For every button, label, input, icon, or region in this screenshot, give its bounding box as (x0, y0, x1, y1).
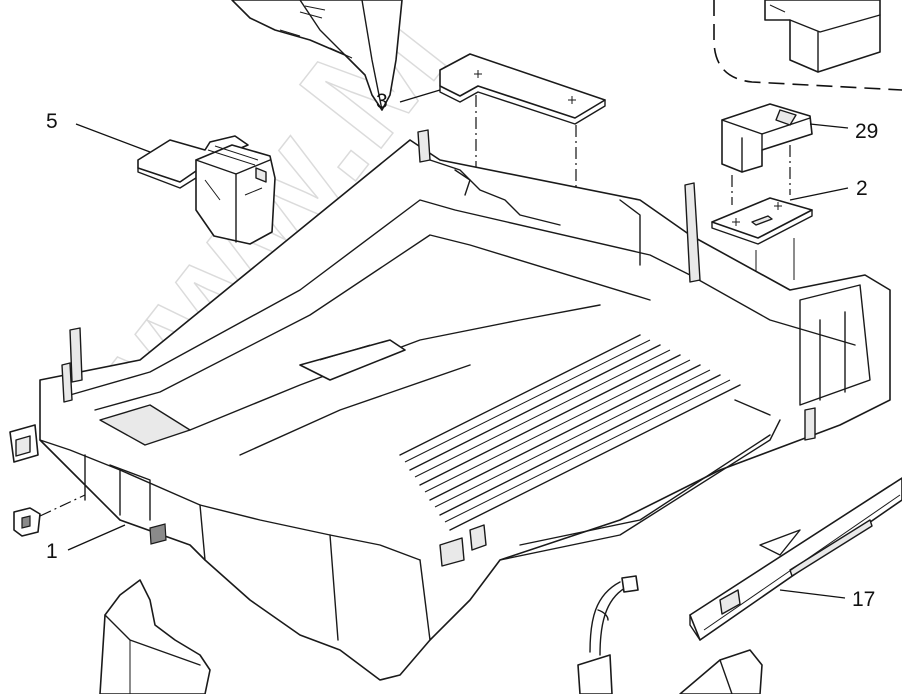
part-2-plate (711, 197, 813, 290)
bottom-left-partial-part (99, 579, 211, 694)
callout-2: 2 (856, 177, 868, 200)
bottom-right-partial-part (679, 649, 763, 694)
part-17-rail (689, 477, 902, 641)
callout-1: 1 (46, 540, 58, 563)
part-3-plate (439, 53, 606, 230)
top-partial-part (231, 0, 403, 111)
callout-17: 17 (852, 588, 875, 611)
part-1-main-frame (9, 129, 891, 681)
callout-labels: 5 3 29 2 1 17 (46, 90, 878, 611)
part-5-assembly (137, 135, 276, 245)
part-29-spacer (721, 103, 813, 205)
callout-29: 29 (855, 120, 878, 143)
small-clip-part (13, 494, 86, 537)
bottom-cable-part (577, 575, 639, 694)
callout-5: 5 (46, 110, 58, 133)
inset-box (713, 0, 902, 91)
callout-3: 3 (376, 90, 388, 113)
leader-lines (67, 89, 849, 599)
